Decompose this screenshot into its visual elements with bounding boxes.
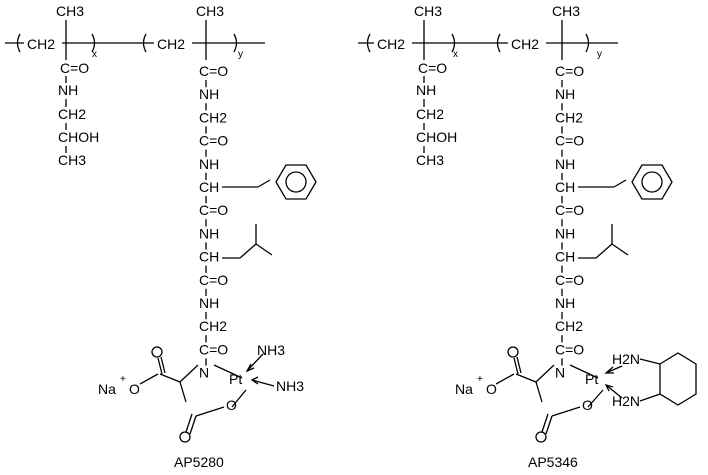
bracket-right-open: [142, 33, 147, 53]
oxygen-label: O: [486, 381, 497, 397]
chain-atom-label: CH: [199, 249, 219, 265]
methyl-label: CH3: [414, 3, 442, 19]
carbonyl-oxygen: [507, 346, 519, 358]
ch2-label: CH2: [58, 106, 86, 122]
amine-ligand: H2N: [612, 393, 640, 409]
benzene-ring: [631, 164, 673, 200]
methyl-label: CH3: [196, 3, 224, 19]
chain-atom-label: NH: [199, 295, 219, 311]
compound-caption: AP5280: [174, 454, 224, 470]
chain-atom-label: C=O: [555, 133, 584, 149]
methyl-label: CH3: [416, 152, 444, 168]
oxygen-label: O: [129, 381, 140, 397]
chain-atom-label: C=O: [555, 63, 584, 79]
chain-atom-label: CH2: [555, 318, 583, 334]
chain-atom-label: NH: [199, 225, 219, 241]
carbonyl-label: C=O: [60, 60, 89, 76]
ammine-ligand: NH3: [257, 342, 285, 358]
carbonyl-oxygen: [535, 431, 547, 443]
bracket-left-open: [366, 33, 371, 53]
chain-atom-label: NH: [199, 156, 219, 172]
bracket-left-close: [91, 33, 96, 53]
amide-nh-label: NH: [58, 82, 78, 98]
ch2-label: CH2: [157, 36, 185, 52]
sodium-label: Na: [455, 381, 473, 397]
chain-atom-label: C=O: [199, 202, 228, 218]
chain-atom-label: NH: [199, 86, 219, 102]
ammine-ligand: NH3: [276, 378, 304, 394]
platinum-label: Pt: [229, 371, 242, 387]
repeat-x-label: x: [92, 49, 97, 60]
structure-ap5346: CH2 CH2 x y CH3 CH3 C=O NH CH2 CHOH CH3 …: [358, 3, 697, 470]
methyl-label: CH3: [58, 152, 86, 168]
repeat-y-label: y: [597, 49, 602, 60]
ch2-label: CH2: [27, 36, 55, 52]
bracket-right-open: [496, 33, 501, 53]
chain-atom-label: C=O: [555, 202, 584, 218]
amine-ligand: H2N: [612, 351, 640, 367]
ch2-label: CH2: [511, 36, 539, 52]
ring-oxygen-label: O: [582, 397, 593, 413]
bracket-left-open: [16, 33, 21, 53]
compound-caption: AP5346: [528, 454, 578, 470]
chain-atom-label: NH: [555, 86, 575, 102]
bracket-right-close: [233, 33, 238, 53]
carbonyl-oxygen: [179, 431, 191, 443]
charge-plus: +: [477, 374, 483, 385]
cyclohexane-ring: [659, 352, 697, 406]
chain-atom-label: C=O: [555, 341, 584, 357]
bracket-right-close: [585, 33, 590, 53]
charge-plus: +: [120, 374, 126, 385]
ch2-label: CH2: [416, 106, 444, 122]
chain-atom-label: CH2: [199, 318, 227, 334]
repeat-x-label: x: [453, 49, 458, 60]
aromatic-circle: [285, 171, 307, 193]
platinum-label: Pt: [585, 371, 598, 387]
amide-nh-label: NH: [416, 82, 436, 98]
chain-atom-label: CH2: [555, 109, 583, 125]
chain-atom-label: CH: [199, 179, 219, 195]
methyl-label: CH3: [552, 3, 580, 19]
chain-atom-label: CH: [555, 249, 575, 265]
chain-atom-label: C=O: [199, 341, 228, 357]
chain-atom-label: C=O: [199, 272, 228, 288]
choh-label: CHOH: [58, 129, 99, 145]
chain-atom-label: CH: [555, 179, 575, 195]
chain-atom-label: C=O: [555, 272, 584, 288]
methyl-label: CH3: [56, 3, 84, 19]
chain-atom-label: N: [199, 365, 209, 381]
structure-ap5280: CH2 CH2 x y CH3 CH3 C=O NH CH2 CHOH CH3 …: [5, 3, 317, 470]
chain-atom-label: C=O: [199, 63, 228, 79]
ch2-label: CH2: [377, 36, 405, 52]
carbonyl-label: C=O: [418, 60, 447, 76]
benzene-ring: [275, 164, 317, 200]
sodium-label: Na: [98, 381, 116, 397]
bracket-left-close: [451, 33, 456, 53]
chain-atom-label: NH: [555, 156, 575, 172]
choh-label: CHOH: [416, 129, 457, 145]
chain-atom-label: CH2: [199, 109, 227, 125]
repeat-y-label: y: [238, 49, 243, 60]
chain-atom-label: NH: [555, 225, 575, 241]
carbonyl-oxygen: [151, 346, 163, 358]
chain-atom-label: NH: [555, 295, 575, 311]
ring-oxygen-label: O: [226, 397, 237, 413]
chain-atom-label: C=O: [199, 133, 228, 149]
aromatic-circle: [641, 171, 663, 193]
chain-atom-label: N: [555, 365, 565, 381]
